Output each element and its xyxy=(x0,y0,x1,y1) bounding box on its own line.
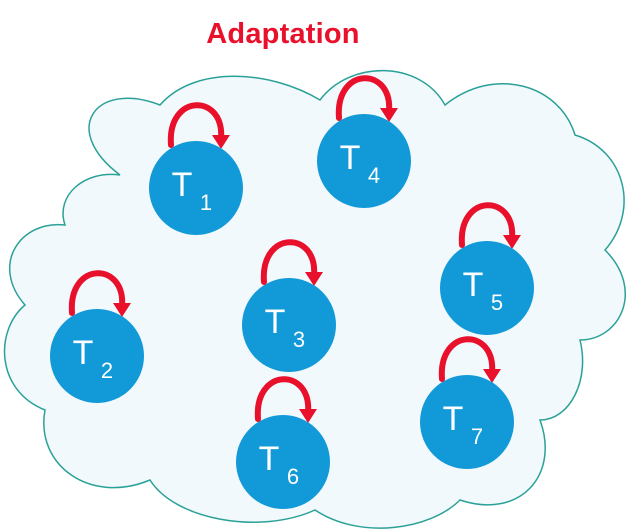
self-loop-arrow-t5 xyxy=(458,202,516,248)
node-label-t4: T xyxy=(340,139,361,177)
node-circle-t5 xyxy=(440,241,534,335)
self-loop-arrow-t4 xyxy=(335,75,393,121)
node-subscript-t7: 7 xyxy=(471,424,483,449)
self-loop-arrowhead-t3 xyxy=(305,272,323,286)
self-loop-arrow-t3 xyxy=(260,239,318,285)
self-loop-arrowhead-t6 xyxy=(299,409,317,423)
node-subscript-t4: 4 xyxy=(368,163,380,188)
node-circle-t2 xyxy=(50,309,144,403)
node-circle-t6 xyxy=(236,415,330,509)
node-label-t3: T xyxy=(265,303,286,341)
node-circle-t7 xyxy=(420,375,514,469)
node-circle-t4 xyxy=(317,114,411,208)
node-subscript-t5: 5 xyxy=(491,290,503,315)
node-circle-t3 xyxy=(242,278,336,372)
node-label-t6: T xyxy=(259,440,280,478)
self-loop-arrow-t2 xyxy=(68,270,126,316)
self-loop-arrowhead-t4 xyxy=(380,108,398,122)
self-loop-arrow-t1 xyxy=(167,102,225,148)
node-subscript-t2: 2 xyxy=(101,358,113,383)
self-loop-arrow-t7 xyxy=(438,336,496,382)
node-circle-t1 xyxy=(149,141,243,235)
node-label-t2: T xyxy=(73,334,94,372)
self-loop-arrowhead-t2 xyxy=(113,303,131,317)
node-label-t7: T xyxy=(443,400,464,438)
node-subscript-t1: 1 xyxy=(200,190,212,215)
self-loop-arrowhead-t5 xyxy=(503,235,521,249)
self-loop-arrowhead-t7 xyxy=(483,369,501,383)
node-subscript-t6: 6 xyxy=(287,464,299,489)
self-loop-arrowhead-t1 xyxy=(212,135,230,149)
diagram-title: Adaptation xyxy=(206,18,360,50)
node-subscript-t3: 3 xyxy=(293,327,305,352)
node-label-t5: T xyxy=(463,266,484,304)
self-loop-arrow-t6 xyxy=(254,376,312,422)
node-label-t1: T xyxy=(172,166,193,204)
